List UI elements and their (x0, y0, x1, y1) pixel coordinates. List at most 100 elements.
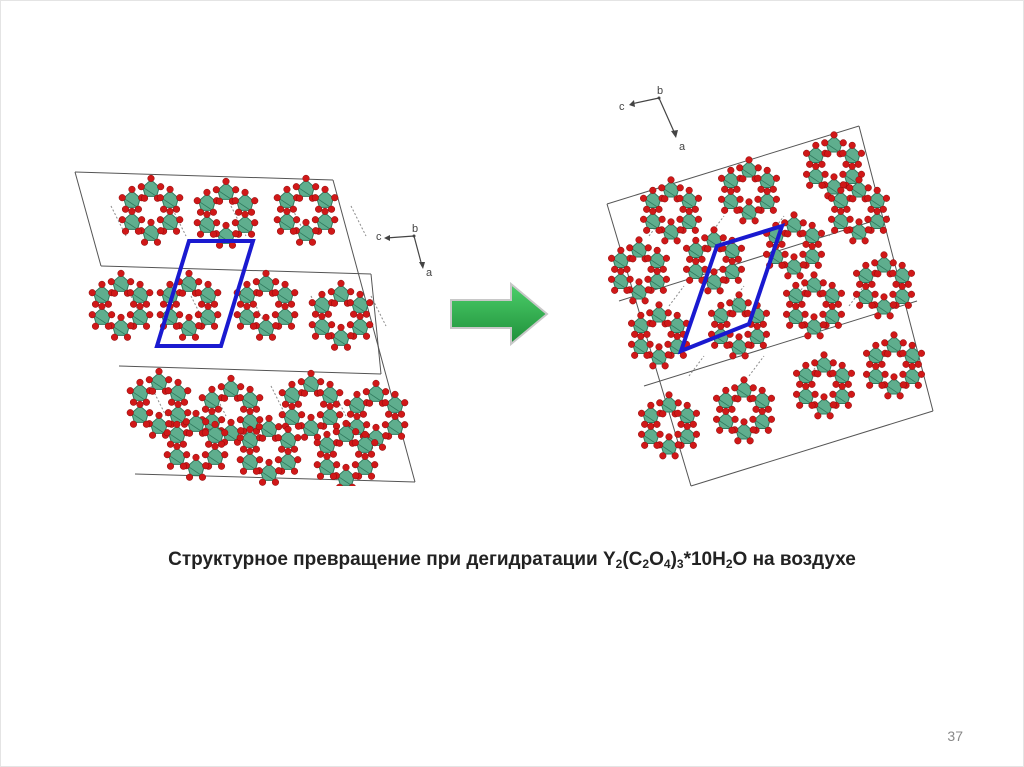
oxygen-atom (735, 291, 743, 299)
polyhedron-shape (332, 284, 350, 302)
oxygen-atom (316, 450, 325, 458)
oxygen-atom (274, 434, 282, 442)
polyhedron-edge (161, 292, 176, 303)
oxygen-atom (689, 420, 697, 428)
oxygen-atom (778, 240, 786, 248)
polyhedron-edge (712, 313, 727, 323)
polyhedron-shape (112, 318, 130, 336)
polyhedron-edge (660, 402, 675, 413)
oxygen-atom (329, 450, 337, 458)
oxygen-atom (874, 312, 882, 320)
polyhedron-edge (222, 386, 237, 397)
oxygen-atom (704, 287, 712, 295)
oxygen-atom (879, 205, 887, 213)
oxygen-atom (249, 300, 257, 308)
oxygen-atom (727, 187, 735, 195)
oxygen-atom (713, 415, 721, 423)
polyhedron-shape (321, 385, 339, 403)
oxygen-atom (173, 442, 181, 450)
polyhedron-shape (257, 318, 275, 336)
oxygen-atom (862, 261, 870, 269)
oxygen-atom (332, 428, 340, 436)
oxygen-atom (220, 394, 229, 402)
oxygen-atom (382, 388, 390, 396)
oxygen-atom (104, 322, 112, 330)
oxygen-atom (185, 313, 193, 321)
oxygen-atom (884, 350, 892, 358)
oxygen-atom (347, 288, 355, 296)
oxygen-atom (256, 394, 264, 402)
oxygen-atom (246, 447, 254, 455)
polyhedron-shape (630, 282, 648, 300)
oxygen-atom (136, 280, 144, 288)
oxygen-atom (728, 426, 736, 434)
polyhedron-shape (93, 285, 111, 303)
oxygen-atom (655, 226, 663, 234)
oxygen-atom (356, 312, 364, 320)
oxygen-atom (751, 217, 759, 225)
oxygen-atom (329, 472, 337, 480)
polyhedron-edge (279, 459, 294, 470)
oxygen-atom (352, 472, 360, 480)
oxygen-atom (302, 218, 310, 226)
polyhedron-edge (722, 199, 737, 209)
oxygen-atom (723, 320, 731, 328)
oxygen-atom (166, 185, 174, 193)
oxygen-atom (258, 434, 267, 442)
oxygen-atom (631, 351, 639, 359)
polyhedron-shape (753, 412, 771, 430)
oxygen-atom (311, 216, 319, 224)
oxygen-atom (899, 381, 907, 389)
oxygen-atom (194, 311, 202, 319)
oxygen-atom (272, 278, 280, 286)
oxygen-atom (722, 407, 730, 415)
polyhedron-edge (632, 344, 647, 354)
oxygen-atom (749, 426, 757, 434)
oxygen-atom (258, 478, 267, 486)
polyhedron-edge (332, 291, 347, 302)
transformation-arrow (447, 281, 553, 347)
oxygen-atom (752, 405, 760, 413)
polyhedron-shape (758, 171, 776, 189)
left-structure-figure: c b a (74, 171, 433, 486)
right-cluster-10 (853, 251, 915, 320)
polyhedron-shape (337, 468, 355, 486)
oxygen-atom (311, 194, 319, 202)
oxygen-atom (644, 254, 652, 262)
oxygen-atom (209, 230, 217, 238)
oxygen-atom (814, 370, 822, 378)
right-crystal-structure: c b a (599, 86, 939, 496)
polyhedron-shape (797, 387, 815, 405)
oxygen-atom (867, 205, 875, 213)
polyhedron-shape (302, 374, 320, 392)
oxygen-atom (763, 250, 771, 258)
oxygen-atom (856, 301, 864, 309)
oxygen-atom (896, 392, 904, 400)
caption-sub-4: 3 (676, 557, 684, 571)
oxygen-atom (904, 280, 912, 288)
oxygen-atom (676, 215, 684, 223)
oxygen-atom (904, 301, 912, 309)
oxygen-atom (315, 205, 323, 213)
oxygen-atom (677, 420, 685, 428)
cell-line (606, 125, 860, 205)
oxygen-atom (683, 422, 691, 430)
polyhedron-edge (180, 281, 195, 292)
oxygen-atom (608, 275, 616, 283)
right-cluster-5 (763, 211, 825, 280)
polyhedron-shape (885, 377, 903, 395)
oxygen-atom (246, 385, 254, 393)
oxygen-atom (381, 421, 389, 429)
polyhedron-shape (740, 160, 758, 178)
polyhedron-shape (893, 287, 911, 305)
oxygen-atom (356, 290, 364, 298)
polyhedron-shape (241, 390, 259, 408)
polyhedron-edge (644, 219, 659, 229)
polyhedron-shape (297, 179, 315, 197)
oxygen-atom (157, 227, 165, 235)
oxygen-atom (202, 418, 210, 426)
polyhedron-edge (805, 324, 820, 335)
oxygen-atom (312, 227, 320, 235)
oxygen-atom (343, 399, 351, 407)
oxygen-atom (817, 250, 825, 258)
